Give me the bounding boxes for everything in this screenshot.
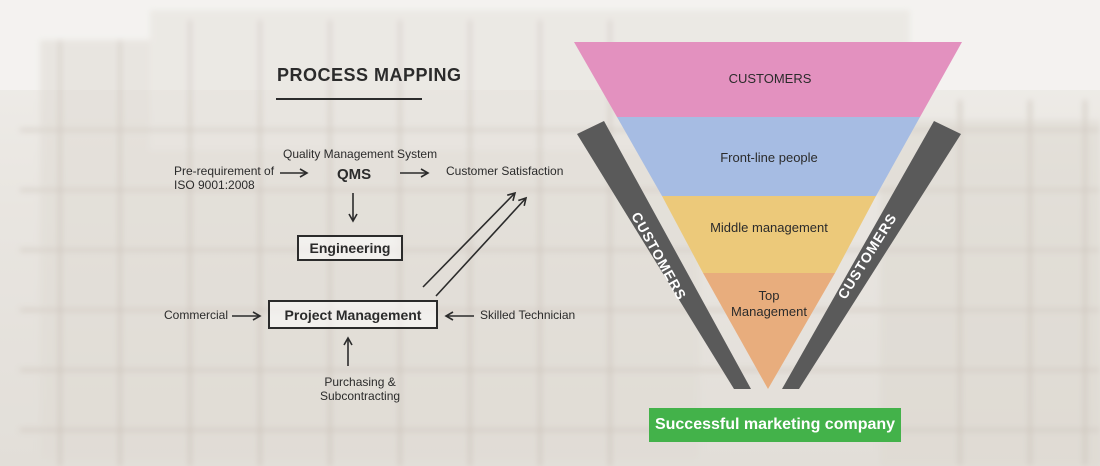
funnel-tier-middle [662,196,876,273]
tier-customers-label: CUSTOMERS [728,71,812,86]
process-mapping-title: PROCESS MAPPING [277,65,462,85]
successful-marketing-button: Successful marketing company [649,408,901,442]
qms-caption: Quality Management System [283,147,438,161]
side-bar-left [577,121,751,389]
engineering-box: Engineering [297,235,403,261]
project-management-box: Project Management [268,300,438,329]
funnel-tier-top [703,273,835,389]
project-management-label: Project Management [284,306,422,323]
funnel-tier-front-line [617,117,920,196]
qms-label: QMS [337,166,372,183]
engineering-label: Engineering [309,240,391,256]
customer-satisfaction-label: Customer Satisfaction [446,164,564,178]
tier-top-label: Top Management [731,288,807,319]
tier-middle-label: Middle management [710,220,828,235]
tier-front-line-label: Front-line people [720,150,818,165]
prerequirement-label: Pre-requirement of ISO 9001:2008 [174,164,275,192]
side-bar-right [782,121,961,389]
title-underline [276,98,422,100]
commercial-label: Commercial [164,308,229,322]
purchasing-label: Purchasing & Subcontracting [320,375,401,403]
funnel-tier-customers [574,42,962,117]
skilled-technician-label: Skilled Technician [480,308,576,322]
